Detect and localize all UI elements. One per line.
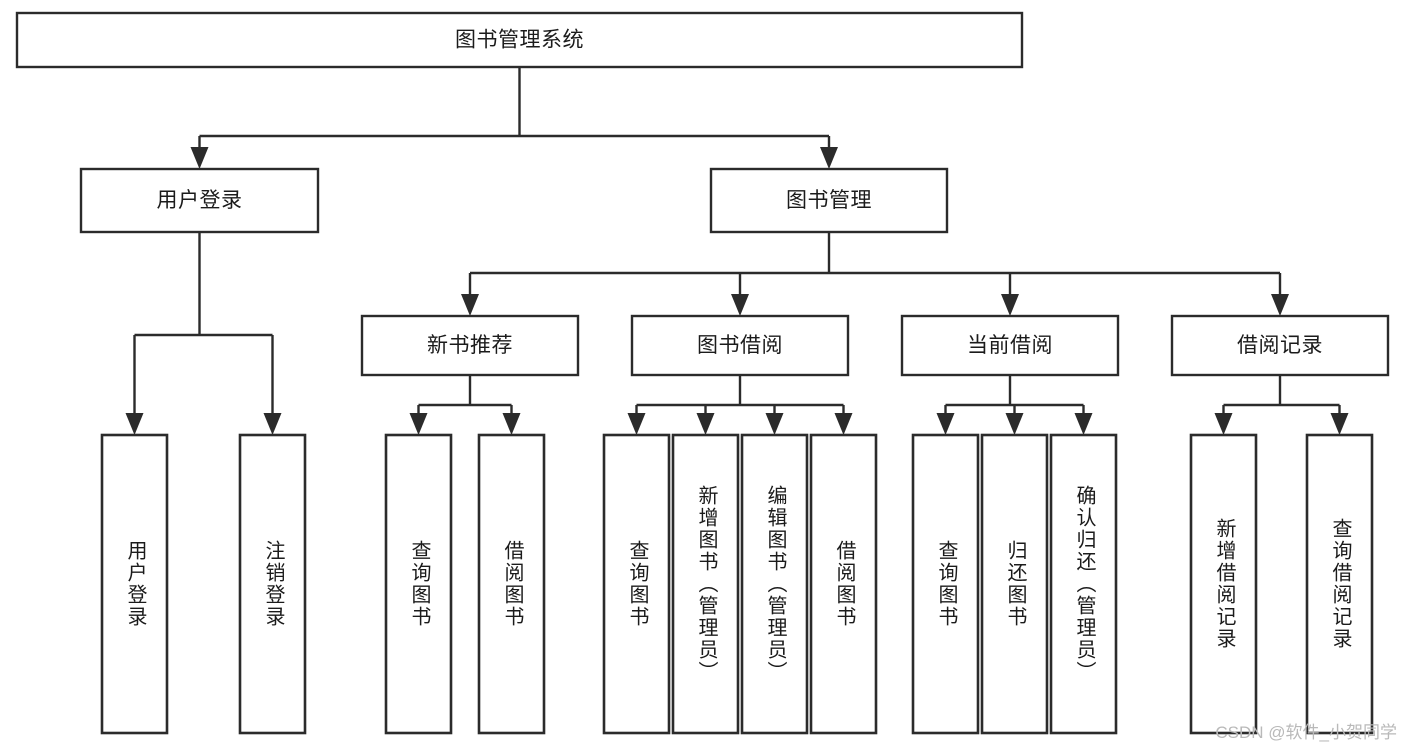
arrow-head-icon bbox=[1214, 413, 1233, 435]
arrow-head-icon bbox=[125, 413, 144, 435]
node-label-leaf-query-borrow-record: 查询借阅记录 bbox=[1329, 518, 1351, 650]
node-label-leaf-borrow-book-1: 借阅图书 bbox=[501, 540, 523, 628]
arrow-head-icon bbox=[190, 147, 209, 169]
node-layer: 图书管理系统用户登录图书管理新书推荐图书借阅当前借阅借阅记录用户登录注销登录查询… bbox=[15, 11, 1390, 735]
node-label-leaf-query-book-3: 查询图书 bbox=[935, 540, 957, 628]
node-label-wrap-leaf-user-login: 用户登录 bbox=[124, 540, 146, 628]
node-label-leaf-user-logout: 注销登录 bbox=[262, 540, 284, 628]
arrow-head-icon bbox=[1005, 413, 1024, 435]
node-box-leaf-query-book-1 bbox=[384, 433, 453, 735]
node-label-wrap-leaf-query-borrow-record: 查询借阅记录 bbox=[1329, 518, 1351, 650]
arrow-head-icon bbox=[696, 413, 715, 435]
arrow-head-icon bbox=[1074, 413, 1093, 435]
arrow-head-icon bbox=[627, 413, 646, 435]
node-label-current-borrow: 当前借阅 bbox=[967, 334, 1053, 357]
node-box-leaf-query-book-3 bbox=[911, 433, 980, 735]
node-label-root: 图书管理系统 bbox=[455, 29, 584, 52]
node-label-new-book-recommend: 新书推荐 bbox=[427, 334, 513, 357]
node-label-leaf-borrow-book-2: 借阅图书 bbox=[833, 540, 855, 628]
node-label-borrow-record: 借阅记录 bbox=[1237, 334, 1323, 357]
node-label-wrap-leaf-borrow-book-2: 借阅图书 bbox=[833, 540, 855, 628]
node-label-wrap-leaf-confirm-return: 确认归还（管理员） bbox=[1073, 485, 1095, 683]
node-label-leaf-edit-book: 编辑图书（管理员） bbox=[764, 485, 786, 683]
node-leaf-add-borrow-record[interactable]: 新增借阅记录 bbox=[1189, 433, 1258, 735]
node-leaf-borrow-book-1[interactable]: 借阅图书 bbox=[477, 433, 546, 735]
arrow-head-icon bbox=[1001, 294, 1019, 316]
node-box-book-management bbox=[709, 167, 949, 234]
node-box-new-book-recommend bbox=[360, 314, 580, 377]
node-label-wrap-leaf-user-logout: 注销登录 bbox=[262, 540, 284, 628]
node-leaf-user-login[interactable]: 用户登录 bbox=[100, 433, 169, 735]
arrow-head-icon bbox=[1330, 413, 1349, 435]
node-label-wrap-leaf-return-book: 归还图书 bbox=[1004, 540, 1026, 628]
node-label-leaf-query-book-1: 查询图书 bbox=[408, 540, 430, 628]
node-label-wrap-leaf-edit-book: 编辑图书（管理员） bbox=[764, 485, 786, 683]
node-leaf-add-book[interactable]: 新增图书（管理员） bbox=[671, 433, 740, 735]
node-borrow-record[interactable]: 借阅记录 bbox=[1170, 314, 1390, 377]
node-label-wrap-leaf-add-book: 新增图书（管理员） bbox=[695, 485, 717, 683]
node-leaf-borrow-book-2[interactable]: 借阅图书 bbox=[809, 433, 878, 735]
node-label-user-login: 用户登录 bbox=[157, 189, 243, 212]
node-label-leaf-add-borrow-record: 新增借阅记录 bbox=[1213, 518, 1235, 650]
node-box-leaf-query-book-2 bbox=[602, 433, 671, 735]
node-box-leaf-query-borrow-record bbox=[1305, 433, 1374, 735]
node-leaf-query-book-2[interactable]: 查询图书 bbox=[602, 433, 671, 735]
arrow-head-icon bbox=[834, 413, 853, 435]
node-box-root bbox=[15, 11, 1024, 69]
node-label-wrap-leaf-query-book-3: 查询图书 bbox=[935, 540, 957, 628]
node-leaf-user-logout[interactable]: 注销登录 bbox=[238, 433, 307, 735]
node-leaf-confirm-return[interactable]: 确认归还（管理员） bbox=[1049, 433, 1118, 735]
node-label-wrap-leaf-add-borrow-record: 新增借阅记录 bbox=[1213, 518, 1235, 650]
node-box-current-borrow bbox=[900, 314, 1120, 377]
node-book-borrow[interactable]: 图书借阅 bbox=[630, 314, 850, 377]
node-label-leaf-add-book: 新增图书（管理员） bbox=[695, 485, 717, 683]
arrow-head-icon bbox=[263, 413, 282, 435]
node-box-book-borrow bbox=[630, 314, 850, 377]
connector-layer bbox=[125, 67, 1349, 435]
node-label-book-management: 图书管理 bbox=[786, 189, 872, 212]
node-box-leaf-confirm-return bbox=[1049, 433, 1118, 735]
node-label-book-borrow: 图书借阅 bbox=[697, 334, 783, 357]
node-leaf-query-borrow-record[interactable]: 查询借阅记录 bbox=[1305, 433, 1374, 735]
node-box-user-login bbox=[79, 167, 320, 234]
node-label-wrap-leaf-query-book-2: 查询图书 bbox=[626, 540, 648, 628]
node-box-leaf-borrow-book-1 bbox=[477, 433, 546, 735]
node-label-leaf-query-book-2: 查询图书 bbox=[626, 540, 648, 628]
node-box-leaf-add-borrow-record bbox=[1189, 433, 1258, 735]
node-box-leaf-add-book bbox=[671, 433, 740, 735]
node-leaf-edit-book[interactable]: 编辑图书（管理员） bbox=[740, 433, 809, 735]
node-label-wrap-leaf-query-book-1: 查询图书 bbox=[408, 540, 430, 628]
node-box-leaf-user-logout bbox=[238, 433, 307, 735]
node-label-leaf-return-book: 归还图书 bbox=[1004, 540, 1026, 628]
node-leaf-query-book-3[interactable]: 查询图书 bbox=[911, 433, 980, 735]
arrow-head-icon bbox=[765, 413, 784, 435]
arrow-head-icon bbox=[820, 147, 838, 169]
node-box-leaf-borrow-book-2 bbox=[809, 433, 878, 735]
arrow-head-icon bbox=[502, 413, 521, 435]
arrow-head-icon bbox=[936, 413, 955, 435]
node-label-leaf-confirm-return: 确认归还（管理员） bbox=[1073, 485, 1095, 683]
arrow-head-icon bbox=[409, 413, 428, 435]
node-root[interactable]: 图书管理系统 bbox=[15, 11, 1024, 69]
node-leaf-query-book-1[interactable]: 查询图书 bbox=[384, 433, 453, 735]
node-box-borrow-record bbox=[1170, 314, 1390, 377]
node-label-wrap-leaf-borrow-book-1: 借阅图书 bbox=[501, 540, 523, 628]
node-new-book-recommend[interactable]: 新书推荐 bbox=[360, 314, 580, 377]
arrow-head-icon bbox=[461, 294, 479, 316]
node-box-leaf-return-book bbox=[980, 433, 1049, 735]
arrow-head-icon bbox=[731, 294, 749, 316]
node-current-borrow[interactable]: 当前借阅 bbox=[900, 314, 1120, 377]
node-box-leaf-user-login bbox=[100, 433, 169, 735]
node-label-leaf-user-login: 用户登录 bbox=[124, 540, 146, 628]
node-user-login[interactable]: 用户登录 bbox=[79, 167, 320, 234]
node-leaf-return-book[interactable]: 归还图书 bbox=[980, 433, 1049, 735]
node-book-management[interactable]: 图书管理 bbox=[709, 167, 949, 234]
arrow-head-icon bbox=[1271, 294, 1289, 316]
node-box-leaf-edit-book bbox=[740, 433, 809, 735]
